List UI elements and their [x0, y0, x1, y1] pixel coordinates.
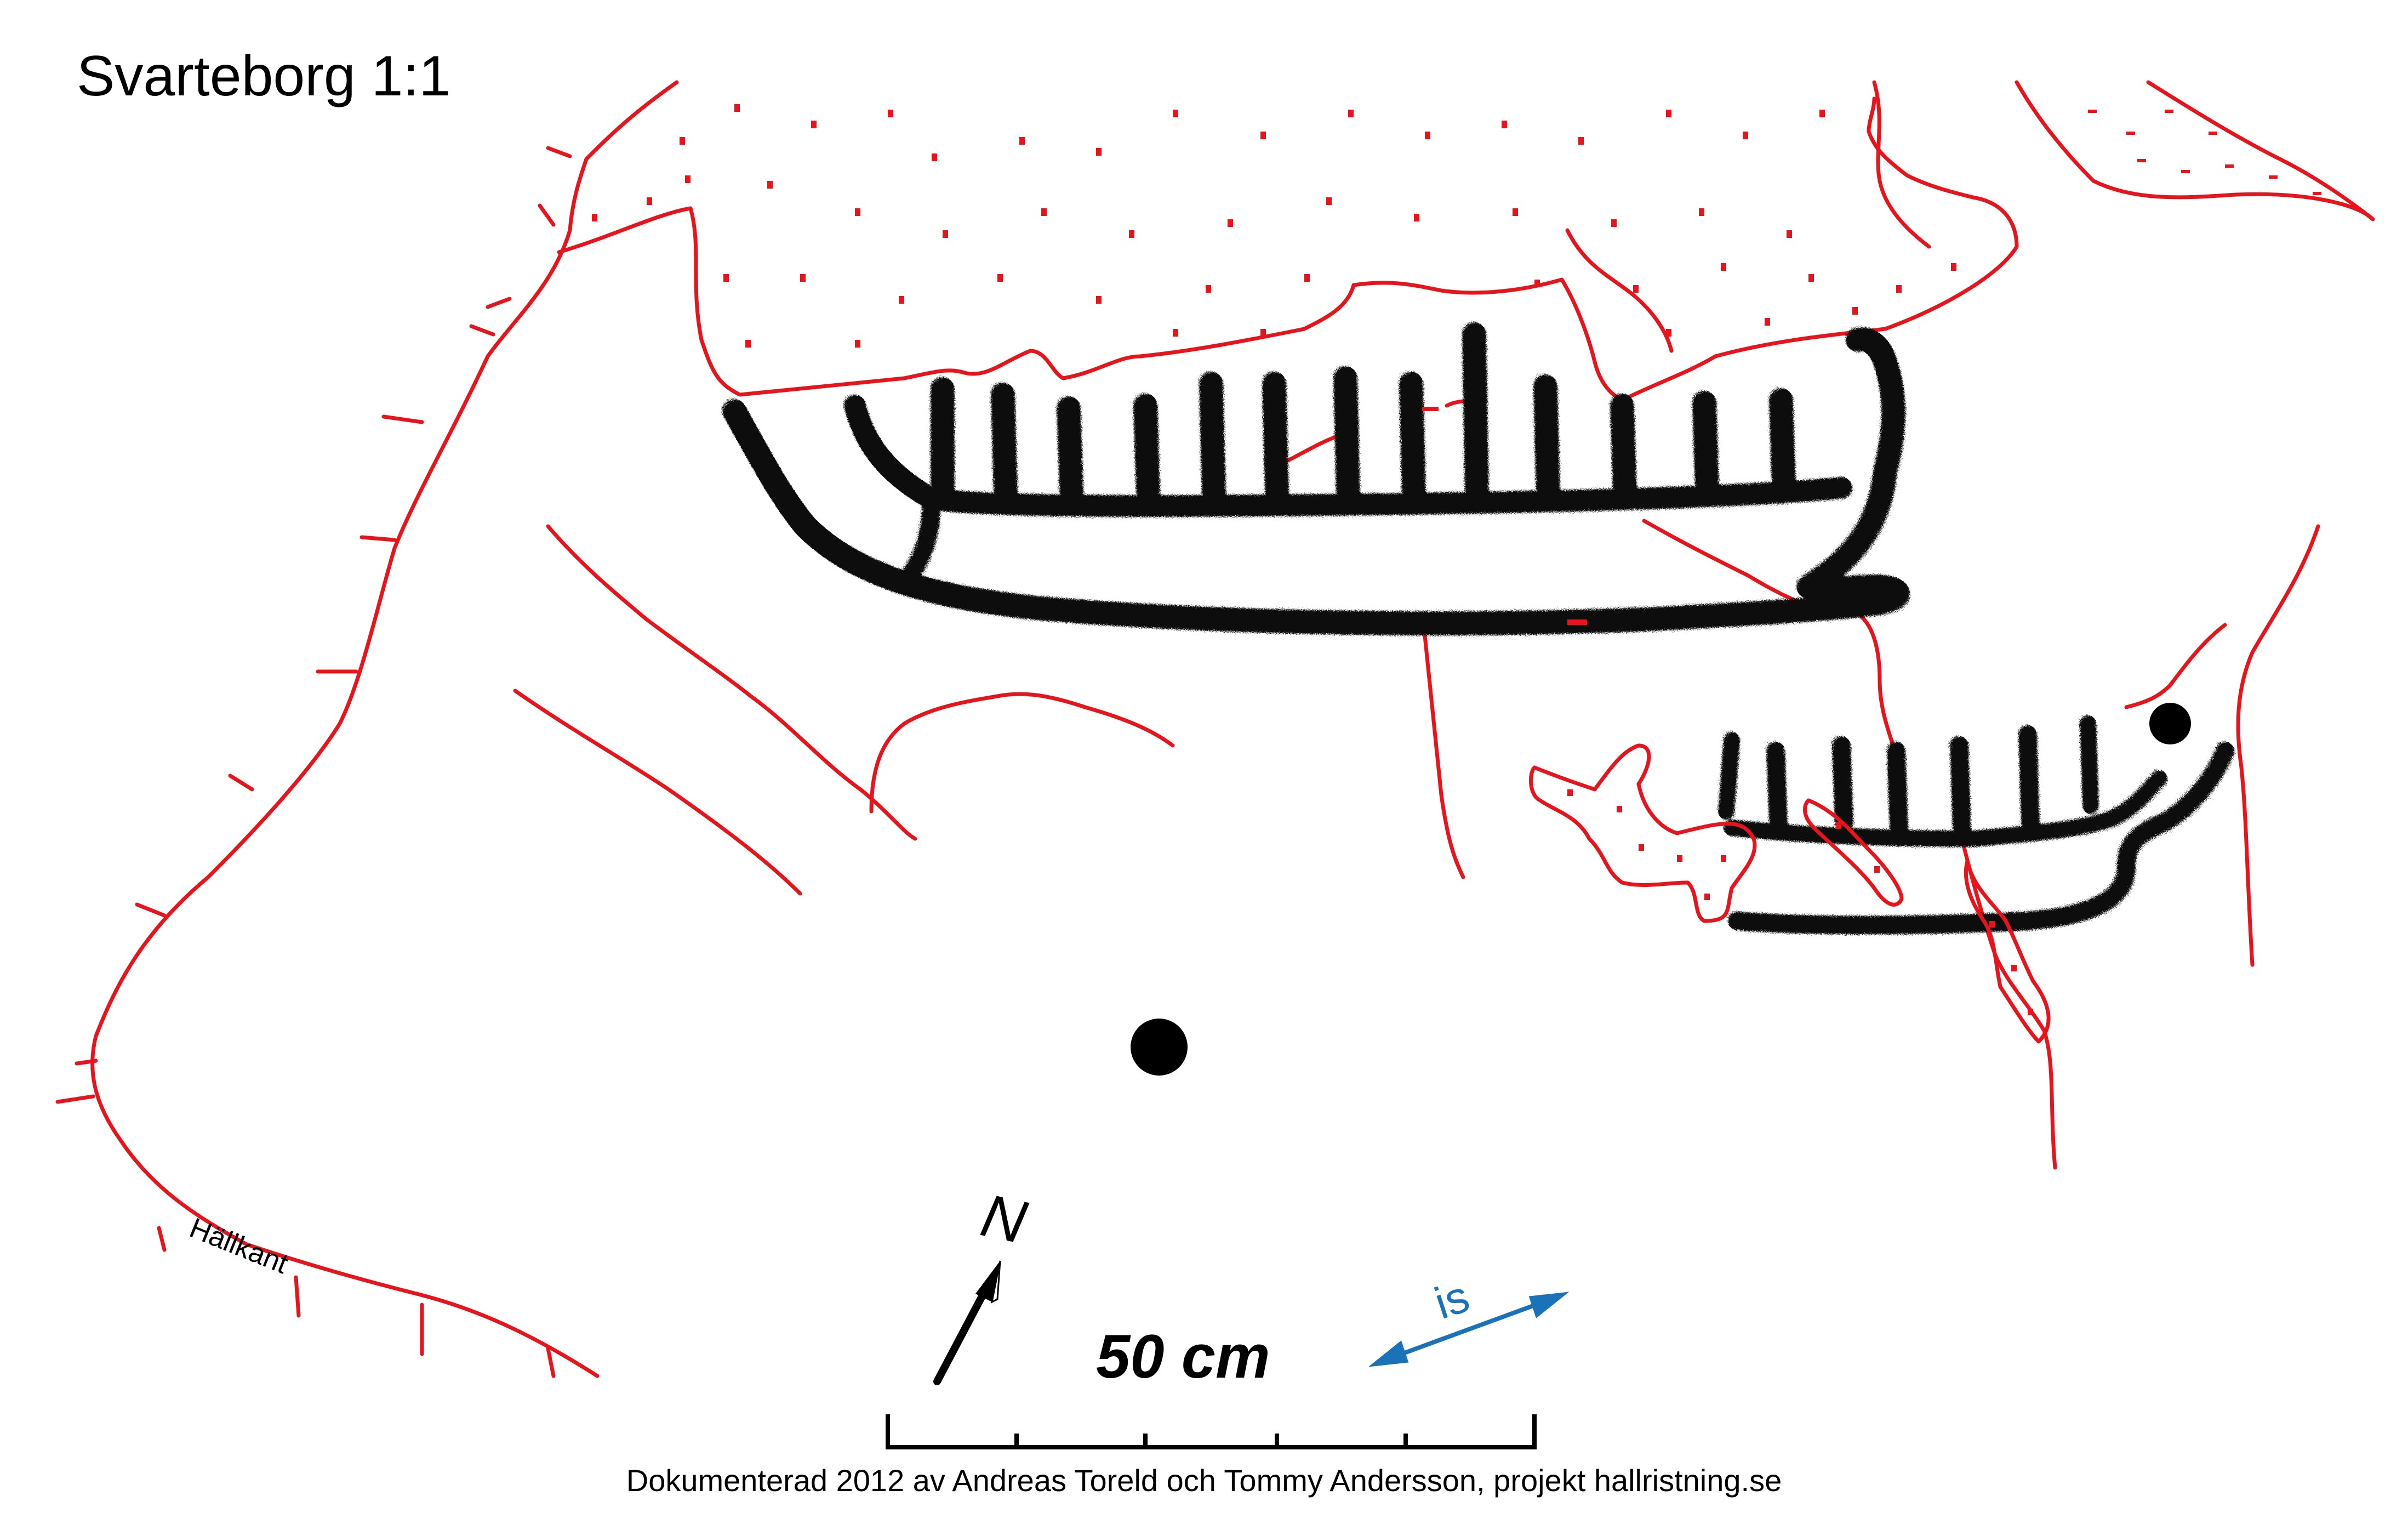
rock-edge-line: [55, 80, 679, 1378]
small-ship-rock-patches: [1528, 743, 2051, 1044]
upper-right-rock-surface: [2015, 80, 2375, 221]
page-title: Svarteborg 1:1: [77, 44, 451, 108]
small-ship-carving: [1718, 715, 2234, 935]
scale-label: 50 cm: [1096, 1322, 1270, 1391]
red-mark: [1422, 407, 1439, 411]
ice-direction-arrow: [1368, 1292, 1570, 1367]
documentation-credit: Dokumenterad 2012 av Andreas Toreld och …: [626, 1463, 1782, 1498]
rock-cracks: [513, 399, 2320, 1170]
scale-bar: [886, 1414, 1537, 1449]
large-ship-carving: [722, 322, 1910, 636]
upper-rock-surface: [557, 80, 2019, 402]
cup-mark: [1131, 1019, 1188, 1076]
red-mark: [1567, 619, 1587, 625]
north-arrow: [933, 1260, 1001, 1385]
cup-mark: [2149, 703, 2191, 744]
